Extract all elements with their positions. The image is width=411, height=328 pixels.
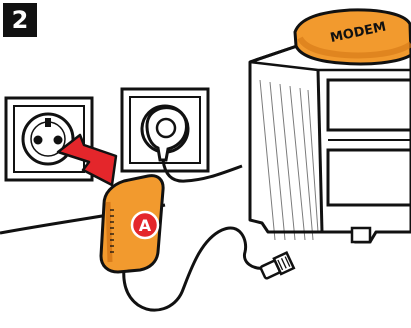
adapter-label: A	[139, 216, 152, 235]
cabinet-drawer-top	[328, 80, 411, 130]
socket-hole-left	[34, 136, 43, 145]
adapter-icon: A	[101, 176, 163, 272]
socket-hole-right	[54, 136, 63, 145]
step-number-badge: 2	[3, 3, 37, 37]
modem-icon: MODEM	[295, 10, 411, 64]
socket-earth-pin	[45, 118, 51, 127]
cabinet	[250, 45, 411, 242]
cabinet-drawer-bottom	[328, 150, 411, 205]
ethernet-plug-icon	[259, 253, 293, 281]
wall-socket-middle	[122, 89, 208, 171]
